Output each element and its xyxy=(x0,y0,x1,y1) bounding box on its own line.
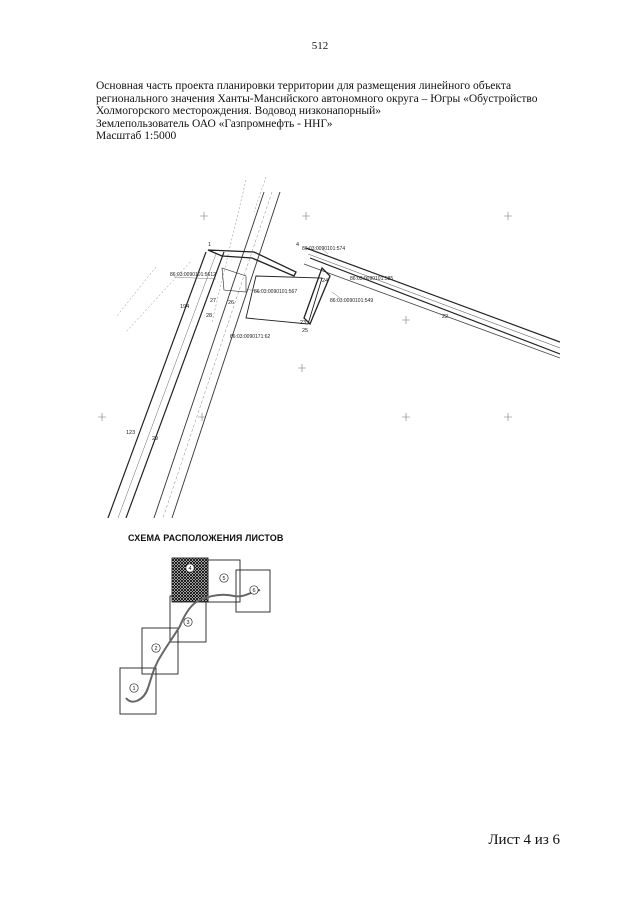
sheet-layout-scheme: 1 2 3 4 5 6 xyxy=(119,557,271,715)
pipeline-route xyxy=(125,589,261,703)
header-block: Основная часть проекта планировки террит… xyxy=(96,80,576,143)
point-label: 24 xyxy=(322,278,328,284)
sheet-number: 6 xyxy=(252,588,255,594)
landowner-line: Землепользователь ОАО «Газпромнефть - НН… xyxy=(96,117,333,130)
upper-corridor xyxy=(303,247,560,359)
header-line-1: Основная часть проекта планировки террит… xyxy=(96,80,512,92)
lower-corridor xyxy=(107,251,225,518)
point-label: 26 xyxy=(228,300,234,306)
grid-crosses xyxy=(98,212,512,421)
sheet-number: 4 xyxy=(188,566,191,572)
scheme-title: СХЕМА РАСПОЛОЖЕНИЯ ЛИСТОВ xyxy=(128,533,284,543)
scale-line: Масштаб 1:5000 xyxy=(96,130,177,143)
point-label: 194 xyxy=(180,304,189,310)
cadastral-label: 86:03:0090171:62 xyxy=(230,334,271,340)
sheet-label: Лист 4 из 6 xyxy=(488,832,560,848)
header-line-3: Холмогорского месторождения. Водовод низ… xyxy=(96,105,381,118)
point-label: 28 xyxy=(206,313,212,319)
page-number: 512 xyxy=(311,40,329,52)
point-label: 29 xyxy=(152,436,158,442)
point-label: 4 xyxy=(296,242,299,248)
cadastral-label: 86:03:0090101:585 xyxy=(350,276,393,282)
cadastral-label: 86:03:0090101:567 xyxy=(254,289,297,295)
point-label: 123 xyxy=(126,430,135,436)
point-label: 23 xyxy=(300,320,306,326)
cadastral-label: 86:03:0090101:574 xyxy=(302,246,345,252)
plot-outlines xyxy=(207,249,331,326)
sheet-frame-5 xyxy=(207,559,241,603)
sheet-frame-6 xyxy=(235,569,271,613)
sheet-frame-2 xyxy=(141,627,179,675)
sheet-number: 1 xyxy=(132,686,135,692)
point-label: 27 xyxy=(210,298,216,304)
sheet-frame-1 xyxy=(119,667,157,715)
survey-map: 86:03:0090101:574 86:03:0090101:5612 86:… xyxy=(98,176,560,518)
sheet-number: 2 xyxy=(154,646,157,652)
sheet-number: 5 xyxy=(222,576,225,582)
cadastral-label: 86:03:0090101:5612 xyxy=(170,272,216,278)
point-label: 22 xyxy=(442,314,448,320)
cadastral-label: 86:03:0090101:549 xyxy=(330,298,373,304)
point-label: 1 xyxy=(208,242,211,248)
point-label: 25 xyxy=(302,328,308,334)
road-strip xyxy=(153,191,281,518)
background-lines xyxy=(115,176,267,333)
header-line-2: регионального значения Ханты-Мансийского… xyxy=(96,92,538,105)
sheet-number: 3 xyxy=(186,620,189,626)
